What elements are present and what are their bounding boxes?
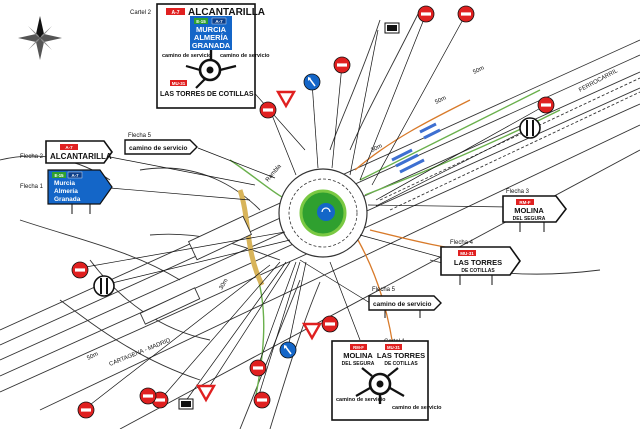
- cartel-2-bottom-destination: LAS TORRES DE COTILLAS: [160, 91, 254, 98]
- flecha-2-code: A-7: [65, 145, 73, 150]
- flecha-5-top: Flecha 5 camino de servicio: [124, 133, 198, 155]
- no-entry-icon: [249, 359, 267, 377]
- flecha-2: Flecha 2 A-7 ALCANTARILLA: [20, 140, 113, 164]
- cartel-1-bottom-left: camino de servicio: [336, 397, 386, 403]
- no-entry-icon: [77, 401, 95, 419]
- cartel-2-label: Cartel 2: [130, 10, 152, 16]
- flecha-4-line: LAS TORRES: [454, 258, 502, 267]
- cartagena-label: CARTAGENA - MADRID: [109, 338, 173, 368]
- cartel-2-bottom-code: MU-31: [172, 81, 186, 86]
- roundabout-icon: [317, 203, 335, 221]
- flecha-1-code: A-7: [72, 173, 80, 178]
- flecha-4: Flecha 4 MU-31 LAS TORRES DE COTILLAS: [440, 240, 521, 285]
- flecha-5-label: Flecha 5: [128, 133, 152, 139]
- keep-left-icon: [279, 341, 297, 359]
- cartel-1: Cartel 1 RM-F MU-31 MOLINA DEL SEGURA LA…: [331, 339, 442, 421]
- speed-mark: 30m: [219, 278, 230, 291]
- flecha-1-label: Flecha 1: [20, 184, 44, 190]
- cartel-1-destination-sub: DE COTILLAS: [384, 361, 418, 367]
- keep-left-icon: [303, 73, 321, 91]
- cartel-2-left-label: camino de servicio: [162, 53, 212, 59]
- compass-rose-icon: [18, 16, 62, 60]
- blue-line: ALMERÍA: [194, 33, 229, 42]
- cartel-1-bottom-right: camino de servicio: [392, 405, 442, 411]
- cartel-1-code: MU-31: [387, 345, 401, 350]
- roundabout: [278, 168, 368, 258]
- no-entry-icon: [457, 5, 475, 23]
- motorway-code: A-7: [215, 19, 223, 24]
- flecha-5-bottom: Flecha 5 camino de servicio: [368, 287, 442, 318]
- no-entry-icon: [321, 315, 339, 333]
- flecha-1-line: Granada: [54, 196, 81, 203]
- no-entry-icon: [537, 96, 555, 114]
- speed-limit-icon: [178, 398, 194, 410]
- cartel-2-code: A-7: [171, 10, 179, 16]
- flecha-4-label: Flecha 4: [450, 240, 474, 246]
- cartel-1-destination: MOLINA: [343, 351, 373, 360]
- flecha-5-text: camino de servicio: [129, 145, 188, 152]
- flecha-5-label: Flecha 5: [372, 287, 396, 293]
- yield-icon: [195, 384, 217, 403]
- motorway-code: E-15: [196, 19, 206, 24]
- flecha-1-code: E-15: [54, 173, 64, 178]
- cartel-2-destination: ALCANTARILLA: [188, 7, 265, 18]
- no-entry-icon: [253, 391, 271, 409]
- flecha-3-line: MOLINA: [514, 206, 544, 215]
- regulatory-signs: [71, 5, 555, 419]
- flecha-2-text: ALCANTARILLA: [50, 152, 112, 161]
- end-restriction-icon: [519, 117, 541, 139]
- speed-mark: 50m: [472, 65, 485, 75]
- flecha-1: Flecha 1 E-15 A-7 Murcia Almería Granada: [20, 169, 113, 214]
- flecha-5-text: camino de servicio: [373, 301, 432, 308]
- blue-line: GRANADA: [192, 41, 231, 50]
- flecha-3-label: Flecha 3: [506, 189, 530, 195]
- flecha-3: Flecha 3 RM-F MOLINA DEL SEGURA: [502, 189, 568, 232]
- no-entry-icon: [71, 261, 89, 279]
- no-entry-icon: [417, 5, 435, 23]
- railway-label: FERROCARRIL: [578, 68, 619, 94]
- no-entry-icon: [259, 101, 277, 119]
- blue-lane-markings: [391, 122, 441, 174]
- no-entry-icon: [139, 387, 157, 405]
- cartel-1-destination-sub: DEL SEGURA: [342, 361, 375, 367]
- leader-lines: [79, 13, 547, 409]
- flecha-1-line: Almería: [54, 188, 78, 195]
- no-entry-icon: [333, 56, 351, 74]
- speed-mark: 30m: [370, 143, 383, 153]
- cartel-1-destination: LAS TORRES: [377, 351, 425, 360]
- speed-limit-icon: [384, 22, 400, 34]
- cartel-1-code: RM-F: [353, 345, 364, 350]
- cartel-2-right-label: camino de servicio: [220, 53, 270, 59]
- flecha-2-label: Flecha 2: [20, 154, 44, 160]
- flecha-3-code: RM-F: [519, 200, 530, 205]
- rambla-label: Rambla: [265, 163, 283, 183]
- yield-icon: [275, 90, 297, 109]
- yield-icon: [301, 322, 323, 341]
- cartel-2: Cartel 2 A-7 ALCANTARILLA E-15 A-7 MURCI…: [130, 3, 270, 109]
- speed-mark: 50m: [86, 351, 99, 361]
- cartel-2-code-plate: [166, 8, 185, 15]
- speed-mark: 50m: [434, 95, 447, 105]
- end-restriction-icon: [93, 275, 115, 297]
- flecha-4-code: MU-31: [460, 251, 474, 256]
- flecha-1-line: Murcia: [54, 180, 75, 187]
- flecha-4-line: DE COTILLAS: [461, 268, 495, 274]
- flecha-3-line: DEL SEGURA: [513, 216, 546, 222]
- blue-line: MURCIA: [196, 25, 227, 34]
